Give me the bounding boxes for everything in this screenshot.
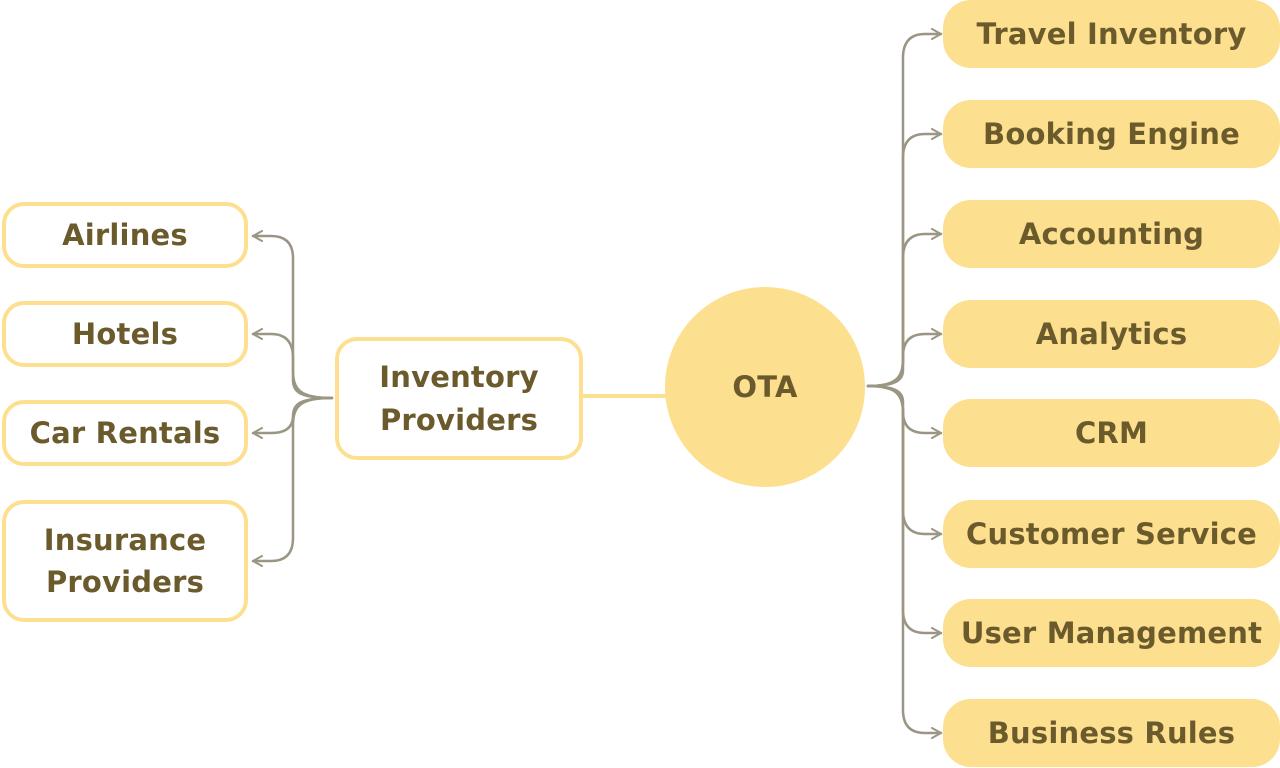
provider-label-line2: Providers [45, 565, 205, 599]
provider-node-airlines: Airlines [2, 202, 248, 268]
inventory-providers-label-line1: Inventory [379, 360, 539, 395]
branch-to-insurance-providers [251, 396, 334, 567]
module-label: Travel Inventory [976, 16, 1247, 51]
module-node-accounting: Accounting [943, 200, 1280, 268]
provider-label: Airlines [62, 217, 188, 252]
module-node-user-management: User Management [943, 599, 1280, 667]
module-label: Accounting [1018, 216, 1205, 251]
module-node-crm: CRM [943, 399, 1280, 467]
branch-to-customer-service [866, 384, 943, 540]
module-label: CRM [1074, 415, 1149, 450]
module-node-travel-inventory: Travel Inventory [943, 0, 1280, 68]
branch-to-hotels [251, 328, 334, 400]
module-node-business-rules: Business Rules [943, 699, 1280, 767]
provider-node-car-rentals: Car Rentals [2, 400, 248, 466]
provider-node-hotels: Hotels [2, 301, 248, 367]
ota-center-node: OTA [665, 287, 865, 487]
ota-label: OTA [732, 369, 798, 404]
branch-to-accounting [866, 228, 943, 388]
branch-to-crm [866, 384, 943, 439]
branch-to-analytics [866, 328, 943, 388]
module-label: User Management [960, 615, 1263, 650]
branch-to-business-rules [866, 384, 943, 739]
module-node-booking-engine: Booking Engine [943, 100, 1280, 168]
module-node-customer-service: Customer Service [943, 500, 1280, 568]
module-node-analytics: Analytics [943, 300, 1280, 368]
provider-label: Hotels [71, 316, 179, 351]
provider-node-insurance-providers: Insurance Providers [2, 500, 248, 622]
inventory-providers-node: Inventory Providers [335, 337, 583, 460]
module-label: Business Rules [987, 715, 1236, 750]
inventory-providers-label-line2: Providers [379, 402, 539, 437]
module-label: Analytics [1035, 316, 1188, 351]
provider-label: Car Rentals [29, 415, 221, 450]
module-label: Customer Service [965, 516, 1258, 551]
provider-label-line1: Insurance [43, 522, 207, 557]
module-label: Booking Engine [983, 116, 1240, 151]
